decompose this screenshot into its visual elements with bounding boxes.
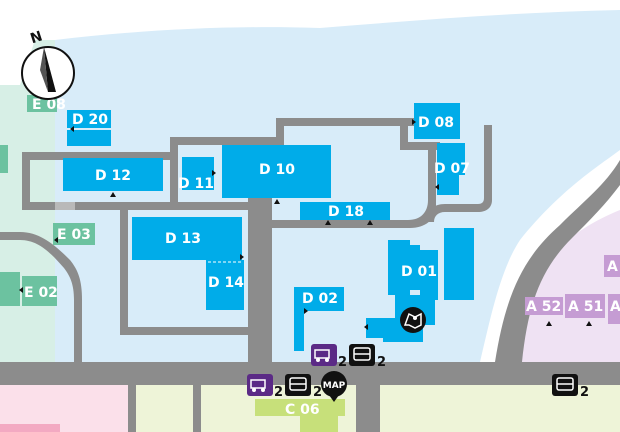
label-a52[interactable]: A 52: [526, 299, 561, 315]
bus-stop-marker-2[interactable]: 2: [285, 374, 322, 400]
rv-icon: [316, 358, 320, 362]
label-c06[interactable]: C 06: [285, 402, 320, 418]
bus-stop-marker[interactable]: 2: [349, 344, 386, 370]
bus-stop-count-3: 2: [580, 385, 589, 400]
rv-parking-count: 2: [338, 355, 347, 370]
label-e03[interactable]: E 03: [57, 227, 91, 243]
label-d18[interactable]: D 18: [328, 204, 364, 220]
label-d20[interactable]: D 20: [72, 112, 108, 128]
label-d14[interactable]: D 14: [208, 275, 244, 291]
buildings-a: [525, 255, 620, 324]
label-a-top[interactable]: A: [607, 259, 618, 275]
label-a-right[interactable]: A: [610, 299, 620, 315]
compass: N: [21, 29, 75, 100]
label-d13[interactable]: D 13: [165, 231, 201, 247]
buildings-d: [63, 103, 474, 351]
bus-stop-count-2: 2: [313, 385, 322, 400]
map-board-label: MAP: [323, 381, 346, 391]
bus-stop-marker-3[interactable]: 2: [552, 374, 589, 400]
entrance-markers: [19, 119, 592, 330]
label-d12[interactable]: D 12: [95, 168, 131, 184]
compass-north-label: N: [28, 29, 44, 48]
label-e02[interactable]: E 02: [24, 285, 58, 301]
label-a51[interactable]: A 51: [568, 299, 603, 315]
campus-zone-d: [55, 10, 620, 362]
label-d01[interactable]: D 01: [401, 264, 437, 280]
label-d02[interactable]: D 02: [302, 291, 338, 307]
label-d11[interactable]: D 11: [178, 176, 214, 192]
rv-parking-marker-2[interactable]: 2: [247, 374, 283, 400]
map-board-marker[interactable]: MAP: [321, 371, 347, 402]
info-map-icon[interactable]: [400, 307, 426, 333]
rv-icon: [252, 388, 256, 392]
label-d08[interactable]: D 08: [418, 115, 454, 131]
bus-stop-count: 2: [377, 355, 386, 370]
label-e08[interactable]: E 08: [32, 97, 66, 113]
label-d10[interactable]: D 10: [259, 162, 295, 178]
rv-parking-marker[interactable]: 2: [311, 344, 347, 370]
label-d07[interactable]: D 07: [434, 161, 470, 177]
building-c06-shape: [255, 399, 345, 416]
rv-parking-count-2: 2: [274, 385, 283, 400]
